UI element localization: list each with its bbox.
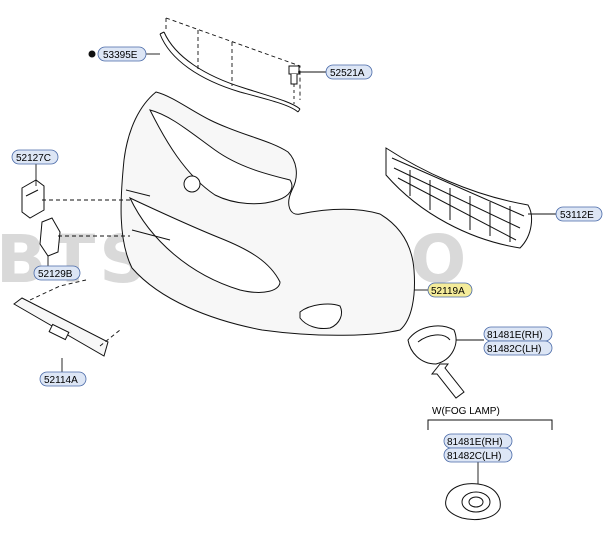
variant-arrow <box>430 363 465 399</box>
molding-leader-dashes <box>165 17 301 100</box>
callout-52521a[interactable]: 52521A <box>325 64 373 80</box>
callout-label: 81481E(RH) <box>447 437 503 448</box>
bracket-52127c <box>21 179 45 219</box>
callout-label: 52129B <box>38 269 73 280</box>
callout-label: 81482C(LH) <box>487 344 541 355</box>
bracket-52129b <box>39 217 61 257</box>
callout-81481e-rh-2[interactable]: 81481E(RH) <box>443 433 513 449</box>
callout-52127c[interactable]: 52127C <box>11 149 59 165</box>
callout-81482c-lh-2[interactable]: 81482C(LH) <box>443 447 513 463</box>
callout-label: 52521A <box>330 68 365 79</box>
fog-cover-variant <box>445 483 501 521</box>
callout-label: 52114A <box>44 375 78 386</box>
callout-81482c-lh[interactable]: 81482C(LH) <box>483 340 553 356</box>
callout-label: 81482C(LH) <box>447 451 501 462</box>
plate-leader <box>29 279 121 347</box>
callout-52129b[interactable]: 52129B <box>33 265 81 281</box>
bumper-cover <box>120 91 415 336</box>
fog-cover <box>407 325 457 365</box>
license-bracket <box>13 297 109 357</box>
callout-label: 52127C <box>16 153 51 164</box>
callout-label: 53112E <box>560 210 594 221</box>
callout-81481e-rh[interactable]: 81481E(RH) <box>483 326 553 342</box>
callout-52119a[interactable]: 52119A <box>427 282 473 298</box>
callout-label: 52119A <box>431 286 465 297</box>
callout-label: 53395E <box>103 50 138 61</box>
lower-grille <box>385 147 533 249</box>
variant-label: W(FOG LAMP) <box>432 406 500 417</box>
variant-bracket <box>427 419 553 430</box>
callout-52114a[interactable]: 52114A <box>39 371 87 387</box>
callout-53395e[interactable]: 53395E <box>88 46 147 62</box>
clip-52521a <box>288 65 300 85</box>
leader-lines <box>35 53 556 372</box>
callout-53112e[interactable]: 53112E <box>555 206 603 222</box>
callout-label: 81481E(RH) <box>487 330 543 341</box>
upper-molding <box>159 31 301 113</box>
